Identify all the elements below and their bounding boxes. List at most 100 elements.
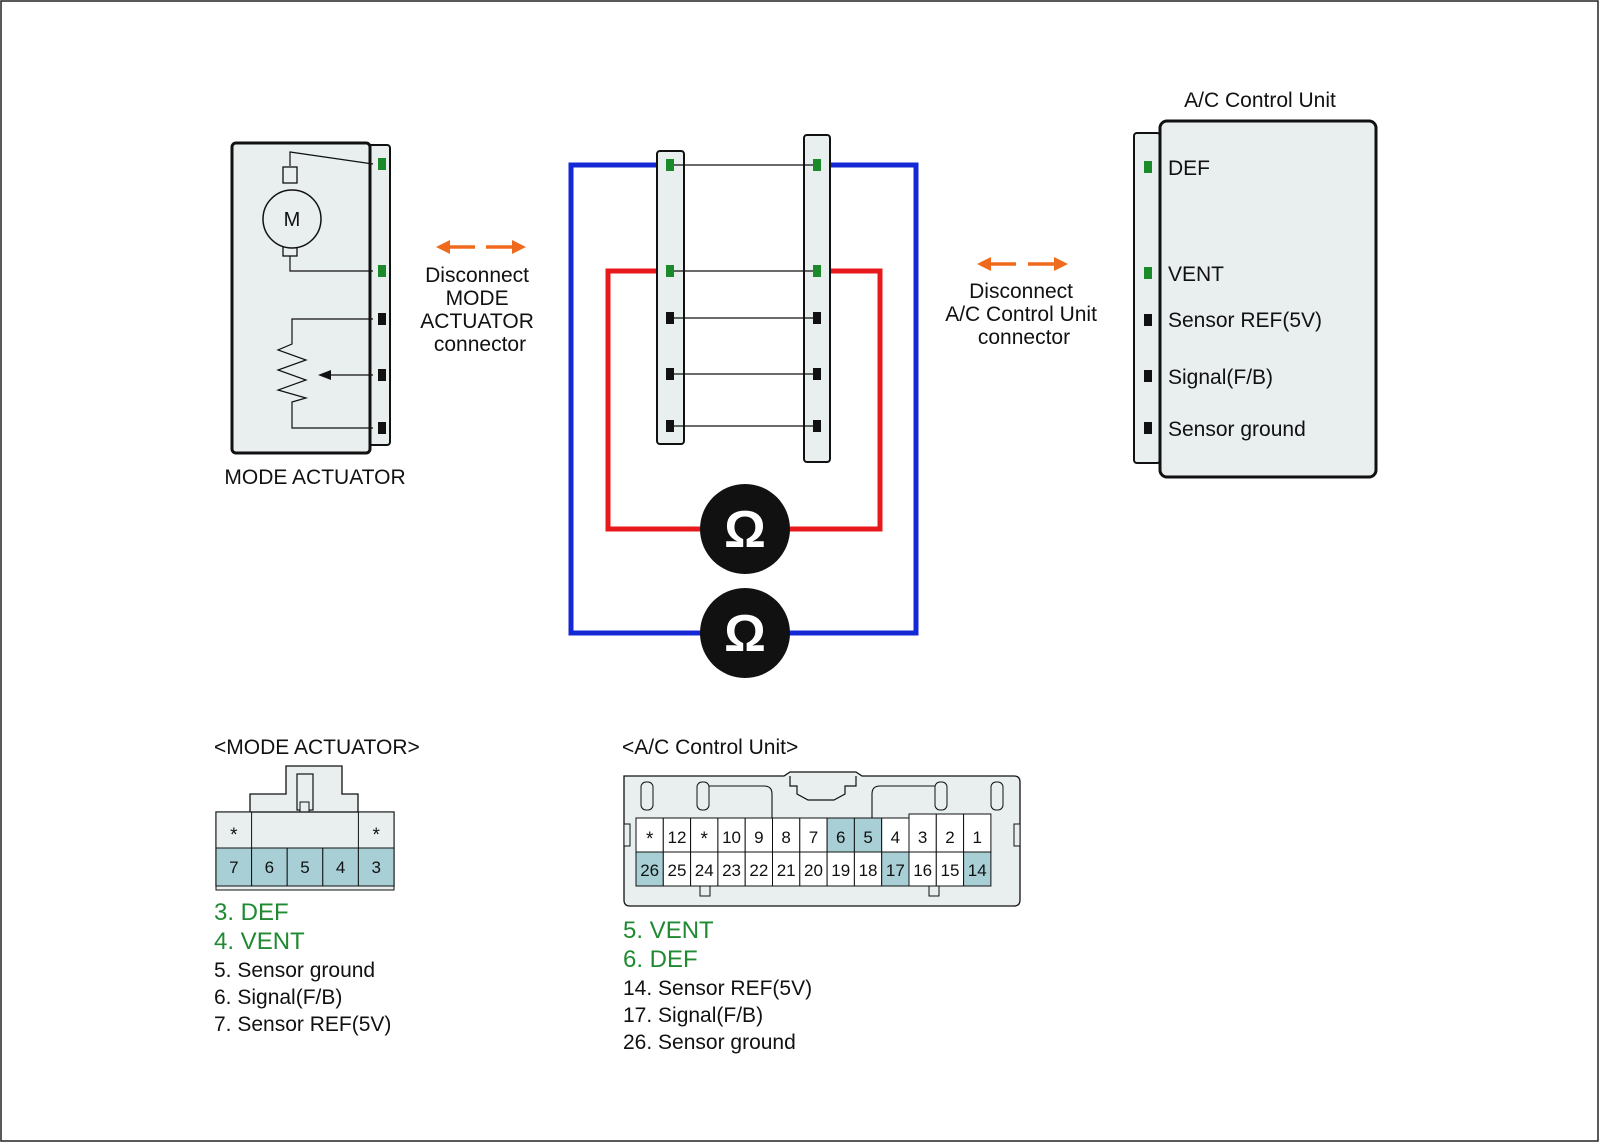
motor-icon — [262, 166, 322, 257]
harness-left-pin-4 — [666, 368, 674, 380]
mode-actuator: M MODE ACTUATOR — [224, 141, 406, 489]
connector-cell-label: 25 — [667, 861, 686, 880]
connector-cell — [799, 817, 828, 853]
connector-cell-label: 23 — [722, 861, 741, 880]
test-wiring: Ω Ω — [568, 134, 919, 678]
harness-right-pin-4 — [813, 368, 821, 380]
ac-control-unit: A/C Control Unit DEF VENT Sensor REF(5V)… — [1133, 89, 1378, 479]
acu-legend-item: 6. DEF — [623, 946, 698, 973]
actuator-connector-title: <MODE ACTUATOR> — [214, 736, 420, 759]
ohmmeter-icon: Ω — [700, 484, 790, 574]
connector-cell — [826, 817, 855, 853]
acu-connector-title: <A/C Control Unit> — [622, 736, 798, 759]
harness-right-pin-3 — [813, 312, 821, 324]
acu-connector-legend: 5. VENT 6. DEF 14. Sensor REF(5V) 17. Si… — [623, 917, 812, 1054]
actuator-pin-ground — [378, 422, 386, 434]
connector-cell-label: 10 — [722, 828, 741, 847]
harness-left-pin-3 — [666, 312, 674, 324]
disconnect-arrow-right — [977, 257, 1068, 271]
harness-connector-right — [803, 134, 831, 463]
connector-cell — [690, 851, 719, 887]
connector-cell — [853, 817, 883, 853]
acu-pin-label-ref: Sensor REF(5V) — [1168, 309, 1322, 332]
connector-cell — [322, 847, 359, 887]
acu-legend-item: 14. Sensor REF(5V) — [623, 977, 812, 1000]
connector-cell-label: 3 — [918, 828, 927, 847]
red-test-lead — [605, 268, 745, 532]
connector-cell — [744, 817, 774, 853]
disconnect-actuator-label: Disconnect MODE ACTUATOR connector — [420, 264, 539, 356]
connector-cell-label: 1 — [973, 828, 982, 847]
acu-legend-item: 26. Sensor ground — [623, 1031, 796, 1054]
acu-legend-item: 5. VENT — [623, 917, 714, 944]
acu-pin-label-signal: Signal(F/B) — [1168, 366, 1273, 389]
acu-pin-def — [1144, 161, 1152, 173]
harness-right-pin-1 — [813, 159, 821, 171]
connector-cell-label: 4 — [891, 828, 900, 847]
connector-cell-label: 7 — [229, 858, 238, 877]
connector-cell — [357, 847, 395, 887]
connector-cell-label: 7 — [809, 828, 818, 847]
ohmmeter-symbol: Ω — [724, 605, 766, 663]
connector-cell-label: 19 — [831, 861, 850, 880]
connector-cell-label: 16 — [913, 861, 932, 880]
connector-cell-label: 21 — [777, 861, 796, 880]
acu-pin-signal — [1144, 370, 1152, 382]
connector-cell-label: 4 — [336, 858, 345, 877]
acu-body — [1158, 119, 1378, 479]
actuator-legend-item: 4. VENT — [214, 928, 305, 955]
blue-test-lead-right — [818, 162, 919, 636]
connector-cell-label: 8 — [781, 828, 790, 847]
harness-right-pin-5 — [813, 420, 821, 432]
connector-cell — [717, 851, 746, 887]
acu-pin-vent — [1144, 267, 1152, 279]
disconnect-acu-line-3: connector — [978, 326, 1070, 349]
actuator-pin-vent — [378, 265, 386, 277]
connector-cell-label: * — [646, 829, 654, 850]
motor-label: M — [284, 209, 301, 231]
acu-pin-ref — [1144, 314, 1152, 326]
disconnect-actuator-line-4: connector — [434, 333, 526, 356]
harness-left-pin-5 — [666, 420, 674, 432]
connector-cell-label: 22 — [749, 861, 768, 880]
connector-cell-label: 2 — [945, 828, 954, 847]
connector-cell-label: 18 — [859, 861, 878, 880]
connector-cell — [826, 851, 855, 887]
connector-cell — [286, 847, 324, 887]
harness-connector-left — [656, 150, 685, 445]
acu-connector-strip — [1133, 132, 1161, 464]
connector-cell-label: 15 — [940, 861, 959, 880]
red-test-lead-right — [745, 268, 883, 532]
connector-cell — [963, 851, 992, 887]
connector-cell-label: 14 — [968, 861, 987, 880]
harness-left-pin-2 — [666, 265, 674, 277]
disconnect-actuator-line-3: ACTUATOR — [420, 310, 534, 333]
connector-cell-label: 9 — [754, 828, 763, 847]
potentiometer-icon — [276, 318, 373, 429]
connector-cell-label: 24 — [695, 861, 714, 880]
actuator-legend-item: 7. Sensor REF(5V) — [214, 1013, 391, 1036]
connector-cell — [963, 813, 992, 853]
connector-cell — [908, 813, 937, 853]
connector-cell-label: 5 — [300, 858, 309, 877]
connector-cell — [881, 851, 910, 887]
disconnect-actuator-line-1: Disconnect — [425, 264, 529, 287]
disconnect-acu-line-2: A/C Control Unit — [945, 303, 1097, 326]
disconnect-acu-label: Disconnect A/C Control Unit connector — [945, 280, 1103, 349]
actuator-caption: MODE ACTUATOR — [224, 466, 405, 489]
acu-legend-item: 17. Signal(F/B) — [623, 1004, 763, 1027]
connector-cell-label: 6 — [836, 828, 845, 847]
connector-cell-label: 12 — [667, 828, 686, 847]
ohmmeter-icon: Ω — [700, 588, 790, 678]
connector-cell — [853, 851, 883, 887]
connector-cell-label: 20 — [804, 861, 823, 880]
acu-connector-cells: *261225*24102392282172061951841731621511… — [635, 813, 992, 887]
actuator-body — [230, 141, 372, 455]
ohmmeter-symbol: Ω — [724, 501, 766, 559]
connector-cell — [215, 847, 253, 887]
connector-cell — [935, 851, 965, 887]
connector-cell — [935, 813, 965, 853]
connector-cell-label: 6 — [265, 858, 274, 877]
